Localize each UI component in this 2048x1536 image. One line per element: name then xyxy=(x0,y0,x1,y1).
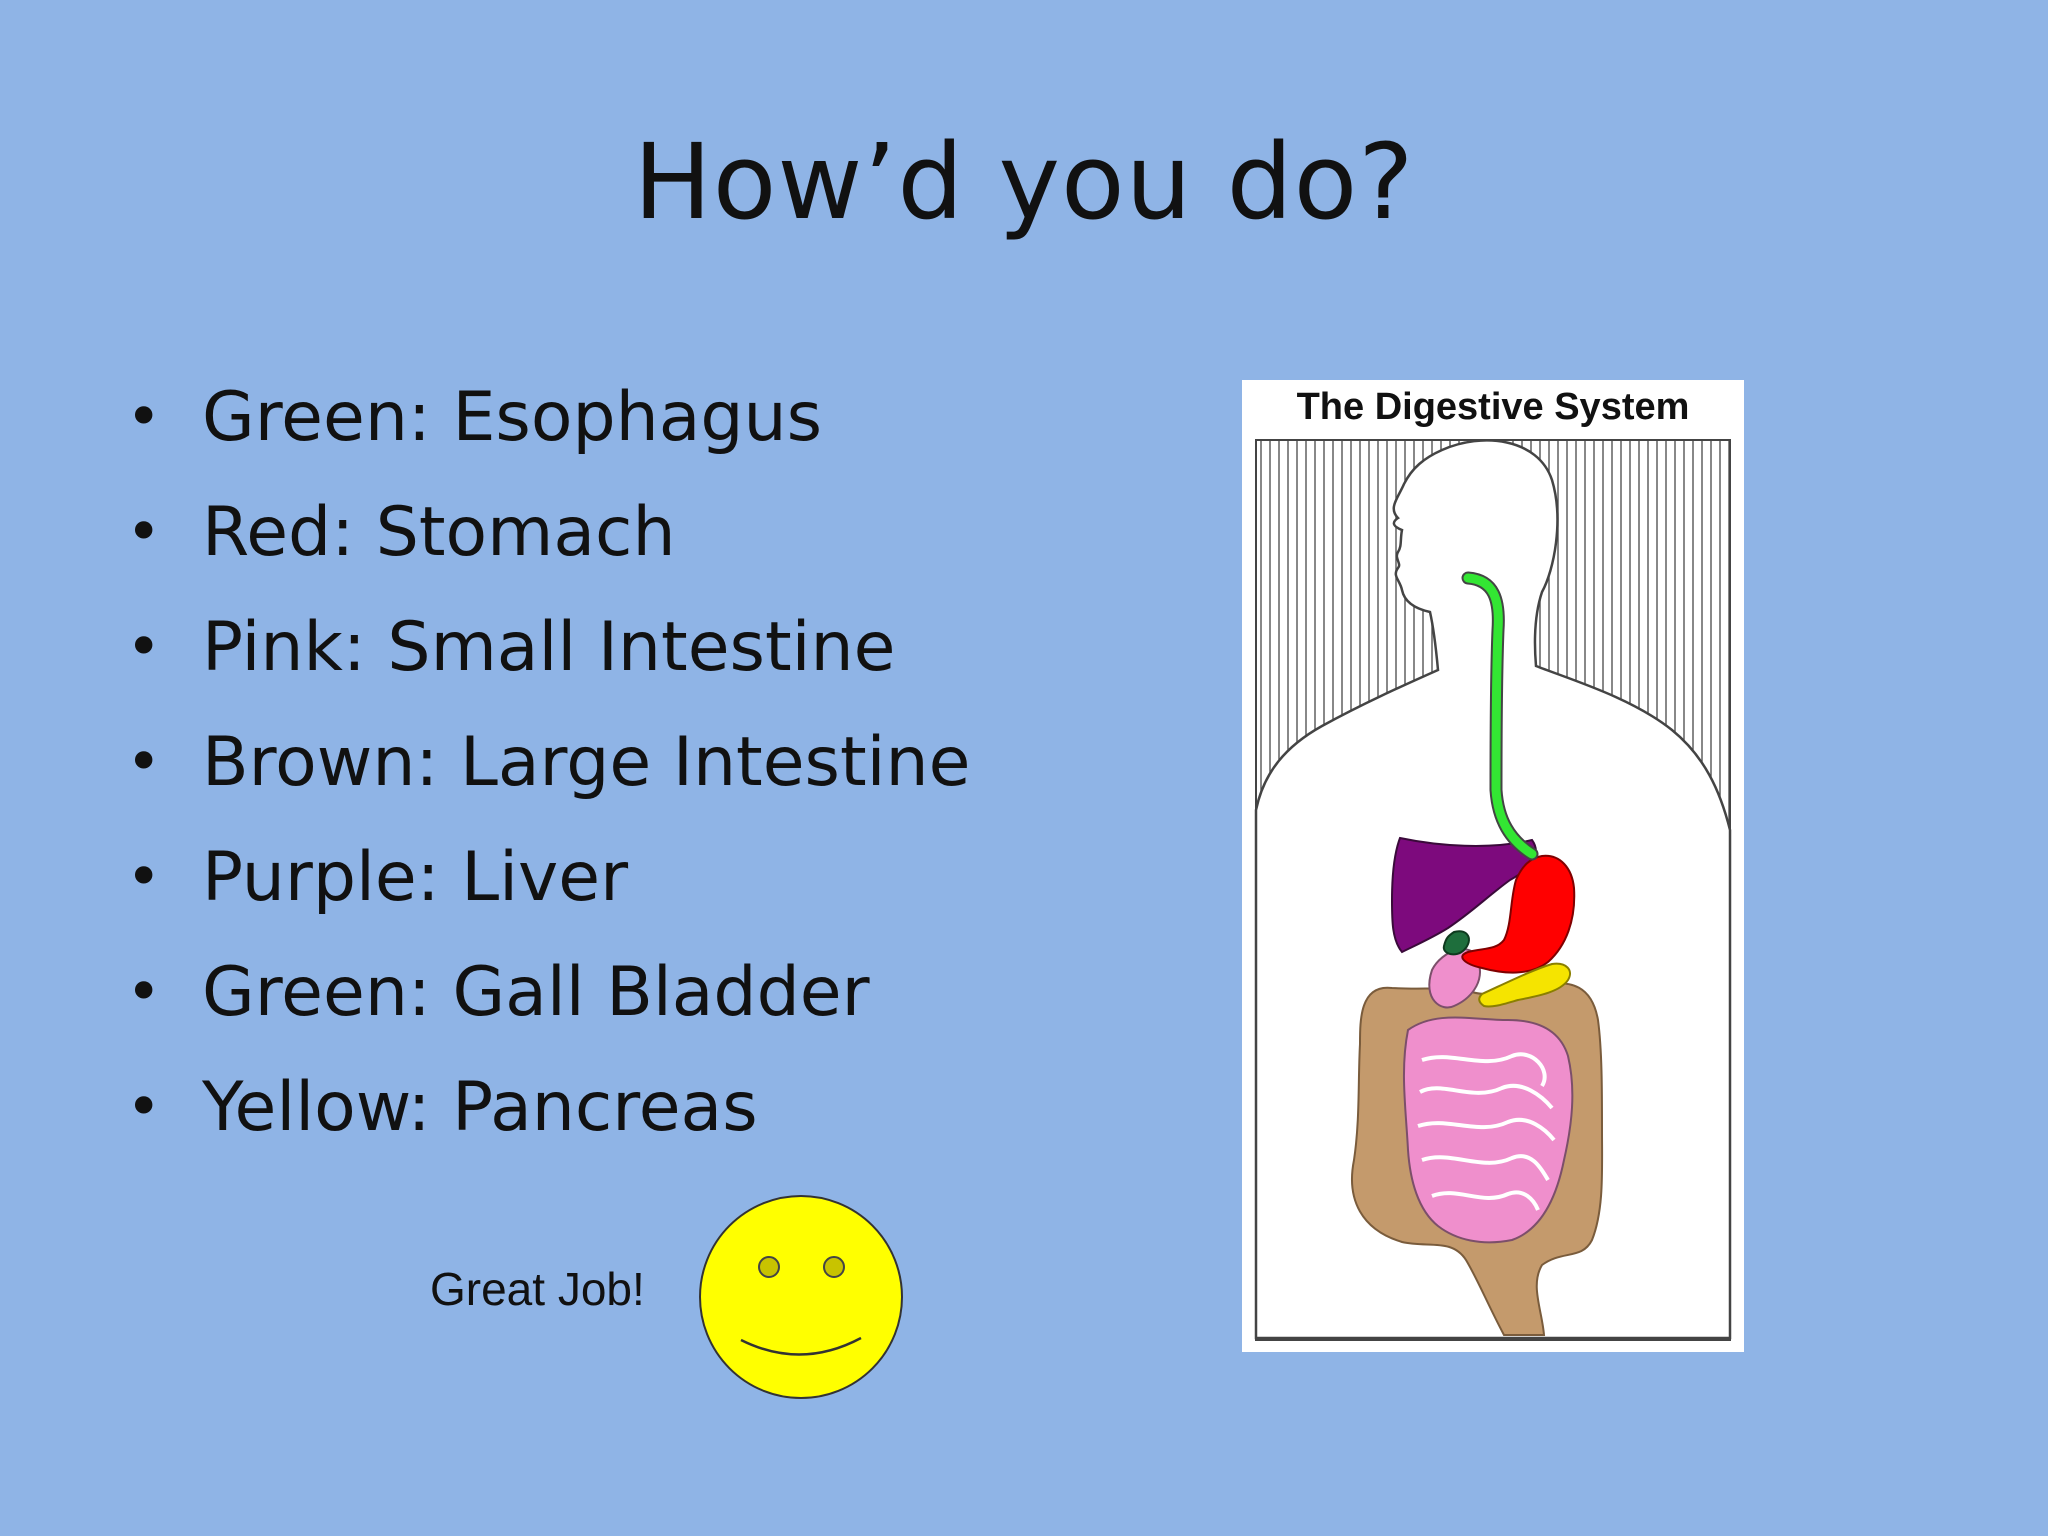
bullet: • xyxy=(126,497,162,567)
answer-esophagus: Green: Esophagus xyxy=(202,378,823,457)
answer-list: • Green: Esophagus • Red: Stomach • Pink: S… xyxy=(120,360,970,1165)
answer-gall-bladder: Green: Gall Bladder xyxy=(202,953,870,1032)
bullet: • xyxy=(126,1072,162,1142)
bullet: • xyxy=(126,382,162,452)
list-item: • Green: Gall Bladder xyxy=(120,935,970,1050)
slide-title: How’d you do? xyxy=(633,121,1415,243)
answer-small-intestine: Pink: Small Intestine xyxy=(202,608,896,687)
list-item: • Purple: Liver xyxy=(120,820,970,935)
answer-stomach: Red: Stomach xyxy=(202,493,676,572)
digestive-system-diagram: The Digestive System xyxy=(1242,380,1744,1352)
answer-large-intestine: Brown: Large Intestine xyxy=(202,723,971,802)
answer-liver: Purple: Liver xyxy=(202,838,629,917)
digestive-system-illustration xyxy=(1254,439,1732,1341)
list-item: • Yellow: Pancreas xyxy=(120,1050,970,1165)
list-item: • Green: Esophagus xyxy=(120,360,970,475)
list-item: • Red: Stomach xyxy=(120,475,970,590)
bullet: • xyxy=(126,612,162,682)
feedback-text: Great Job! xyxy=(430,1263,645,1315)
list-item: • Brown: Large Intestine xyxy=(120,705,970,820)
diagram-title: The Digestive System xyxy=(1296,386,1690,428)
list-item: • Pink: Small Intestine xyxy=(120,590,970,705)
bullet: • xyxy=(126,957,162,1027)
smiley-face-icon xyxy=(699,1195,903,1399)
answer-pancreas: Yellow: Pancreas xyxy=(202,1068,758,1147)
bullet: • xyxy=(126,842,162,912)
bullet: • xyxy=(126,727,162,797)
